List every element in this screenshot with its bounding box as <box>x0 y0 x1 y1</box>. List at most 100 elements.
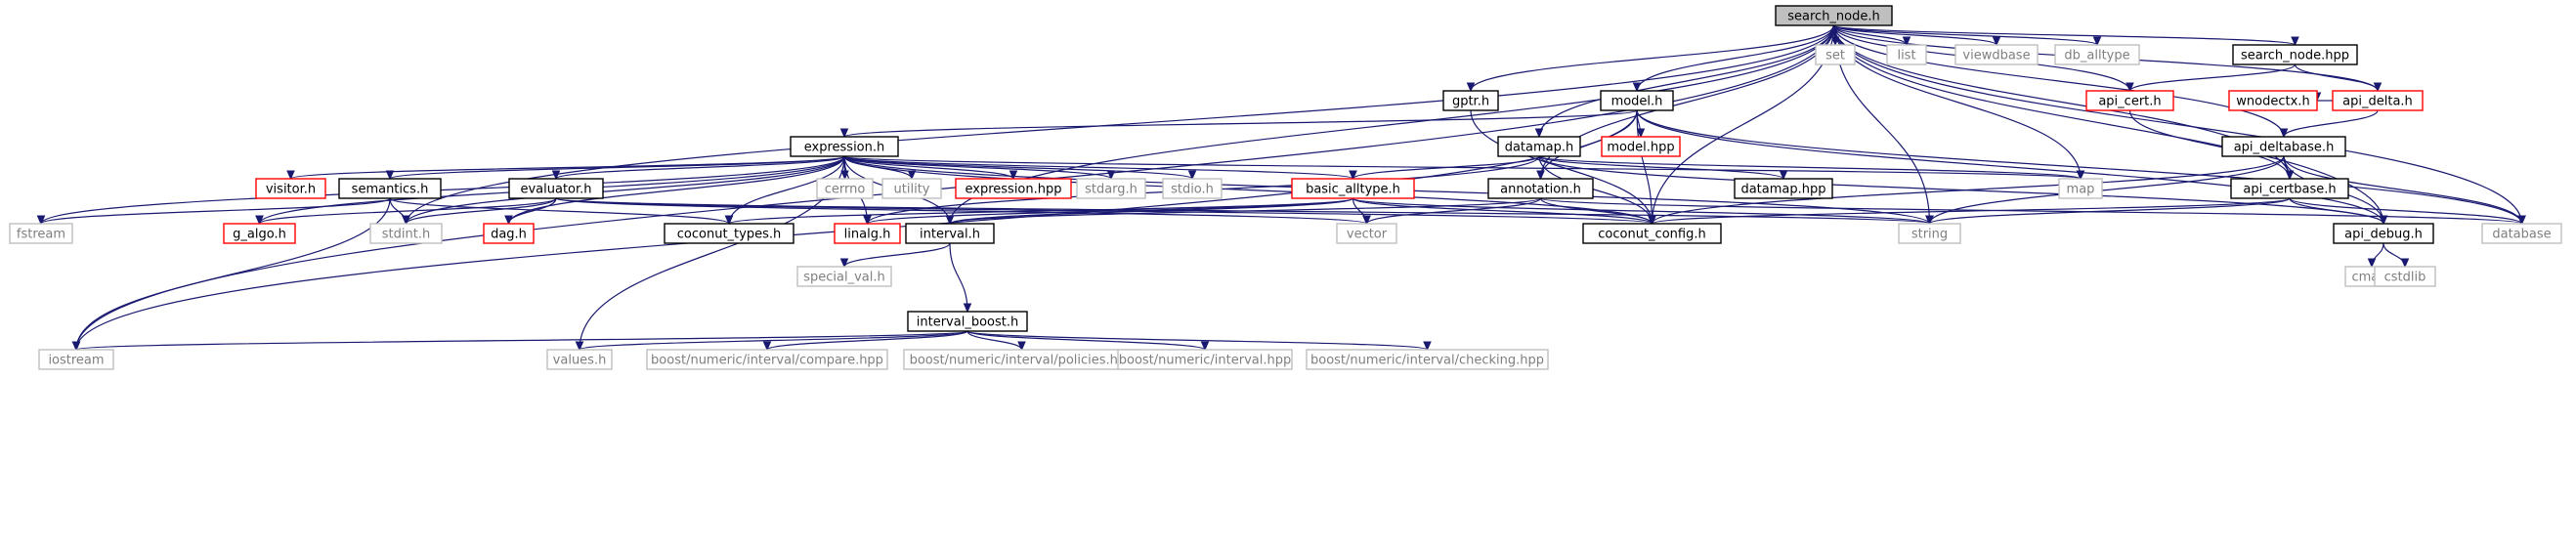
node-label: datamap.hpp <box>1740 183 1825 197</box>
node-label: linalg.h <box>844 228 891 242</box>
edge-model_h-to-expression_h <box>839 109 1638 139</box>
node-label: database <box>2492 228 2551 242</box>
node-search-node-h[interactable]: search_node.h <box>1775 5 1893 26</box>
edge-interval_boost_h-to-compare_hpp <box>762 330 968 352</box>
node-dag-h[interactable]: dag.h <box>483 223 535 244</box>
node-g-algo-h[interactable]: g_algo.h <box>223 223 296 244</box>
edge-search_node_h-to-datamap_h <box>1534 24 1835 139</box>
node-stdint-h: stdint.h <box>369 223 443 244</box>
edge-interval_h-to-interval_boost_h <box>949 242 972 314</box>
edge-basic_alltype_h-to-coconut_types_h <box>724 197 1354 226</box>
node-expression-hpp[interactable]: expression.hpp <box>955 178 1072 199</box>
node-wnodectx-h[interactable]: wnodectx.h <box>2228 90 2318 111</box>
edge-search_node_h-to-db_alltype <box>1832 24 2102 47</box>
node-expression-h[interactable]: expression.h <box>790 136 899 157</box>
node-map: map <box>2058 178 2103 199</box>
edge-interval_boost_h-to-policies_hpp <box>966 330 1026 352</box>
node-semantics-h[interactable]: semantics.h <box>338 178 442 199</box>
node-gptr-h[interactable]: gptr.h <box>1442 90 1499 111</box>
node-api-certbase-h[interactable]: api_certbase.h <box>2230 178 2349 199</box>
edge-annotation_h-to-database <box>1539 197 2526 226</box>
node-label: iostream <box>48 354 104 368</box>
node-api-deltabase-h[interactable]: api_deltabase.h <box>2221 136 2346 157</box>
edge-expression_h-to-semantics_h <box>385 155 845 181</box>
node-viewdbase: viewdbase <box>1954 44 2039 65</box>
edge-api_debug_h-to-cstdlib <box>2383 242 2410 269</box>
node-label: coconut_config.h <box>1598 228 1705 242</box>
edge-evaluator_h-to-stdint_h <box>402 197 557 226</box>
node-label: boost/numeric/interval/policies.hpp <box>910 354 1135 368</box>
node-coconut-config-h[interactable]: coconut_config.h <box>1582 223 1722 244</box>
node-label: viewdbase <box>1962 49 2030 63</box>
node-checking-hpp: boost/numeric/interval/checking.hpp <box>1306 349 1549 370</box>
edge-expression_h-to-expression_hpp <box>843 155 1018 181</box>
edge-search_node_hpp-to-api_cert_h <box>2125 63 2297 93</box>
node-api-cert-h[interactable]: api_cert.h <box>2085 90 2174 111</box>
edge-interval_h-to-special_val_h <box>839 242 951 269</box>
node-label: boost/numeric/interval/checking.hpp <box>1310 354 1544 368</box>
node-interval-h[interactable]: interval.h <box>905 223 995 244</box>
edge-expression_h-to-evaluator_h <box>551 155 845 181</box>
node-set: set <box>1815 44 1856 65</box>
edge-evaluator_h-to-g_algo_h <box>255 197 557 226</box>
edge-search_node_h-to-viewdbase <box>1832 24 2001 47</box>
node-datamap-hpp[interactable]: datamap.hpp <box>1734 178 1833 199</box>
node-stdio-h: stdio.h <box>1162 178 1223 199</box>
node-list: list <box>1886 44 1927 65</box>
edge-semantics_h-to-iostream <box>71 197 391 352</box>
node-label: model.h <box>1611 95 1663 109</box>
node-api-delta-h[interactable]: api_delta.h <box>2332 90 2424 111</box>
node-api-debug-h[interactable]: api_debug.h <box>2333 223 2434 244</box>
node-label: boost/numeric/interval.hpp <box>1119 354 1291 368</box>
node-label: values.h <box>553 354 607 368</box>
node-cerrno: cerrno <box>816 178 874 199</box>
node-label: g_algo.h <box>233 228 286 242</box>
node-model-hpp[interactable]: model.hpp <box>1601 136 1681 157</box>
edge-search_node_h-to-gptr_h <box>1466 24 1835 93</box>
edge-expression_h-to-basic_alltype_h <box>843 155 1357 181</box>
node-compare-hpp: boost/numeric/interval/compare.hpp <box>646 349 888 370</box>
node-label: stdio.h <box>1171 183 1214 197</box>
edge-search_node_h-to-model_h <box>1632 24 1835 93</box>
edge-interval_boost_h-to-values_h <box>575 330 968 352</box>
edge-basic_alltype_h-to-string <box>1352 197 1934 226</box>
node-database: database <box>2481 223 2562 244</box>
node-label: search_node.h <box>1787 10 1880 24</box>
node-label: db_alltype <box>2064 49 2129 63</box>
edges <box>36 23 2526 352</box>
node-label: set <box>1825 49 1845 63</box>
edge-api_certbase_h-to-coconut_config_h <box>1648 197 2291 226</box>
node-interval-boost-h[interactable]: interval_boost.h <box>907 311 1028 332</box>
edge-basic_alltype_h-to-interval_h <box>945 197 1354 226</box>
node-basic-alltype-h[interactable]: basic_alltype.h <box>1291 178 1415 199</box>
node-visitor-h[interactable]: visitor.h <box>255 178 326 199</box>
edge-semantics_h-to-coconut_types_h <box>389 197 734 226</box>
node-label: gptr.h <box>1452 95 1489 109</box>
edge-search_node_h-to-list <box>1832 24 1911 47</box>
node-label: evaluator.h <box>520 183 591 197</box>
node-label: semantics.h <box>352 183 429 197</box>
edge-expression_h-to-values_h <box>575 155 845 352</box>
node-model-h[interactable]: model.h <box>1600 90 1674 111</box>
edge-datamap_h-to-map <box>1538 155 2085 181</box>
node-label: cerrno <box>825 183 866 197</box>
node-label: vector <box>1347 228 1388 242</box>
node-label: api_cert.h <box>2098 95 2161 109</box>
edge-api_debug_h-to-cmath <box>2367 242 2384 269</box>
node-utility: utility <box>881 178 942 199</box>
node-label: interval_boost.h <box>917 316 1018 330</box>
node-linalg-h[interactable]: linalg.h <box>834 223 901 244</box>
node-label: stdint.h <box>382 228 430 242</box>
node-policies-hpp: boost/numeric/interval/policies.hpp <box>903 349 1140 370</box>
node-datamap-h[interactable]: datamap.h <box>1497 136 1581 157</box>
node-coconut-types-h[interactable]: coconut_types.h <box>664 223 794 244</box>
edge-search_node_hpp-to-api_delta_h <box>2294 63 2383 93</box>
node-iostream: iostream <box>38 349 114 370</box>
node-search-node-hpp[interactable]: search_node.hpp <box>2232 44 2358 65</box>
node-label: expression.h <box>804 141 885 155</box>
node-annotation-h[interactable]: annotation.h <box>1487 178 1594 199</box>
node-label: string <box>1911 228 1948 242</box>
node-evaluator-h[interactable]: evaluator.h <box>508 178 604 199</box>
node-stdarg-h: stdarg.h <box>1076 178 1146 199</box>
